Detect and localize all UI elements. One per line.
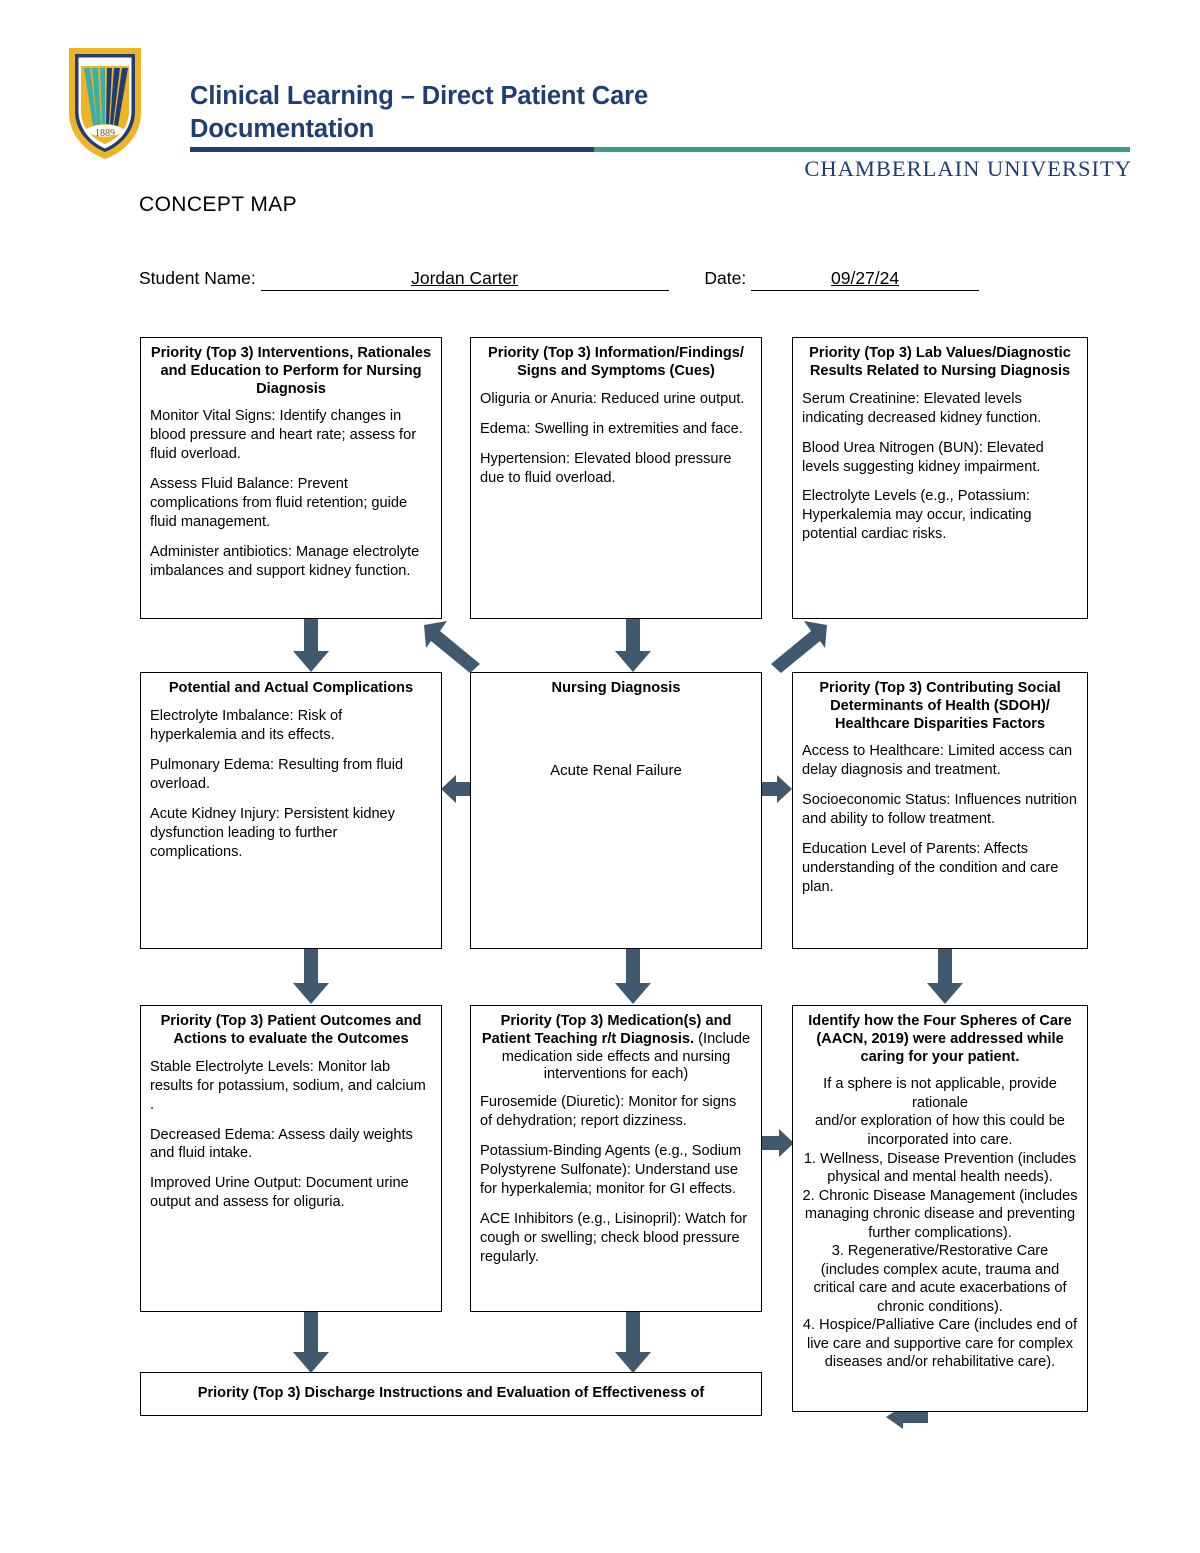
box-patient-outcomes-item-1: Stable Electrolyte Levels: Monitor lab r… [150, 1058, 426, 1113]
box-lab-values-item-3: Electrolyte Levels (e.g., Potassium: Hyp… [802, 488, 1032, 543]
arrow-diagnosis-to-medications [613, 949, 653, 1005]
page-title-line-2: Documentation [190, 115, 375, 144]
box-four-spheres-line-6: 4. Hospice/Palliative Care (includes end… [802, 1317, 1078, 1371]
student-identity-line: Student Name: Jordan Carter Date: 09/27/… [139, 268, 1059, 294]
box-complications-item-1: Electrolyte Imbalance: Risk of hyperkale… [150, 707, 343, 743]
box-four-spheres-line-2: and/or exploration of how this could be … [815, 1113, 1065, 1148]
box-cues-heading: Priority (Top 3) Information/Findings/ S… [488, 345, 744, 379]
box-sdoh-heading: Priority (Top 3) Contributing Social Det… [819, 680, 1061, 732]
box-discharge-instructions[interactable]: Priority (Top 3) Discharge Instructions … [140, 1372, 762, 1416]
divider-teal-segment [594, 147, 1130, 152]
page-header: 1889 Clinical Learning – Direct Patient … [0, 0, 1200, 216]
box-lab-values-heading: Priority (Top 3) Lab Values/Diagnostic R… [809, 345, 1071, 379]
box-cues[interactable]: Priority (Top 3) Information/Findings/ S… [470, 337, 762, 619]
box-nursing-diagnosis[interactable]: Nursing Diagnosis Acute Renal Failure [470, 672, 762, 949]
arrow-complications-to-outcomes [291, 949, 331, 1005]
student-name-value: Jordan Carter [411, 268, 519, 288]
box-sdoh[interactable]: Priority (Top 3) Contributing Social Det… [792, 672, 1088, 949]
student-name-label: Student Name: [139, 268, 256, 288]
box-medications-heading-text: Priority (Top 3) Medication(s) and Patie… [481, 1013, 732, 1047]
box-medications-item-2: Potassium-Binding Agents (e.g., Sodium P… [480, 1143, 742, 1198]
box-interventions-heading: Priority (Top 3) Interventions, Rational… [150, 345, 432, 397]
box-sdoh-item-1: Access to Healthcare: Limited access can… [802, 743, 1073, 779]
box-interventions-item-1: Monitor Vital Signs: Identify changes in… [150, 408, 417, 463]
header-divider-rule [190, 147, 1130, 152]
nursing-diagnosis-value: Acute Renal Failure [550, 761, 682, 779]
arrow-outcomes-to-discharge [291, 1312, 331, 1374]
box-medications-item-1: Furosemide (Diuretic): Monitor for signs… [480, 1094, 737, 1130]
box-interventions[interactable]: Priority (Top 3) Interventions, Rational… [140, 337, 442, 619]
box-patient-outcomes-heading: Priority (Top 3) Patient Outcomes and Ac… [160, 1013, 422, 1047]
student-name-field[interactable]: Jordan Carter [260, 268, 669, 291]
box-sdoh-item-2: Socioeconomic Status: Influences nutriti… [802, 792, 1078, 828]
arrow-diagnosis-to-labs [765, 619, 827, 673]
page-title: Clinical Learning – Direct Patient Care … [190, 80, 950, 146]
box-complications-heading: Potential and Actual Complications [168, 680, 414, 696]
box-medications-heading: Priority (Top 3) Medication(s) and Patie… [480, 1013, 752, 1084]
box-four-spheres-line-1: If a sphere is not applicable, provide r… [823, 1076, 1057, 1111]
arrow-interventions-to-complications [291, 619, 331, 673]
box-nursing-diagnosis-heading: Nursing Diagnosis [551, 680, 681, 696]
box-patient-outcomes-item-3: Improved Urine Output: Document urine ou… [150, 1175, 409, 1211]
box-four-spheres-heading: Identify how the Four Spheres of Care (A… [808, 1013, 1072, 1065]
box-cues-item-3: Hypertension: Elevated blood pressure du… [480, 450, 732, 486]
box-interventions-item-3: Administer antibiotics: Manage electroly… [150, 544, 420, 580]
box-interventions-item-2: Assess Fluid Balance: Prevent complicati… [150, 476, 408, 531]
date-label: Date: [704, 268, 747, 288]
box-complications-item-3: Acute Kidney Injury: Persistent kidney d… [150, 805, 395, 860]
box-lab-values-item-2: Blood Urea Nitrogen (BUN): Elevated leve… [802, 439, 1044, 475]
arrow-diagnosis-to-complications [441, 772, 473, 806]
box-cues-item-2: Edema: Swelling in extremities and face. [480, 420, 743, 437]
box-medications[interactable]: Priority (Top 3) Medication(s) and Patie… [470, 1005, 762, 1312]
box-complications[interactable]: Potential and Actual Complications Elect… [140, 672, 442, 949]
box-cues-item-1: Oliguria or Anuria: Reduced urine output… [480, 390, 745, 407]
box-four-spheres-line-4: 2. Chronic Disease Management (includes … [802, 1187, 1078, 1241]
date-field[interactable]: 09/27/24 [751, 268, 980, 291]
document-kicker: CONCEPT MAP [139, 193, 298, 216]
box-discharge-instructions-heading: Priority (Top 3) Discharge Instructions … [197, 1385, 705, 1402]
box-sdoh-item-3: Education Level of Parents: Affects unde… [802, 841, 1059, 896]
box-four-spheres-line-3: 1. Wellness, Disease Prevention (include… [803, 1150, 1077, 1186]
box-lab-values-item-1: Serum Creatinine: Elevated levels indica… [802, 390, 1042, 426]
arrow-medications-to-discharge [613, 1312, 653, 1374]
arrow-medications-to-spheres [762, 1126, 794, 1160]
box-patient-outcomes-item-2: Decreased Edema: Assess daily weights an… [150, 1126, 413, 1162]
page-title-line-1: Clinical Learning – Direct Patient Care [190, 82, 649, 110]
divider-navy-segment [190, 147, 595, 152]
arrow-cues-to-diagnosis [613, 619, 653, 673]
box-four-spheres[interactable]: Identify how the Four Spheres of Care (A… [792, 1005, 1088, 1412]
date-value: 09/27/24 [831, 268, 900, 288]
box-medications-item-3: ACE Inhibitors (e.g., Lisinopril): Watch… [480, 1211, 748, 1265]
brand-wordmark: CHAMBERLAIN UNIVERSITY [804, 156, 1132, 181]
chamberlain-crest-logo: 1889 [66, 44, 144, 162]
box-medications-subheading: (Include medication side effects and nur… [501, 1030, 751, 1083]
arrow-diagnosis-to-sdoh [760, 772, 792, 806]
box-lab-values[interactable]: Priority (Top 3) Lab Values/Diagnostic R… [792, 337, 1088, 619]
box-four-spheres-line-5: 3. Regenerative/Restorative Care (includ… [813, 1243, 1067, 1315]
box-complications-item-2: Pulmonary Edema: Resulting from fluid ov… [150, 756, 404, 792]
arrow-sdoh-to-spheres [925, 949, 965, 1005]
crest-year-text: 1889 [95, 128, 115, 139]
arrow-diagnosis-to-cues [424, 619, 486, 673]
box-patient-outcomes[interactable]: Priority (Top 3) Patient Outcomes and Ac… [140, 1005, 442, 1312]
